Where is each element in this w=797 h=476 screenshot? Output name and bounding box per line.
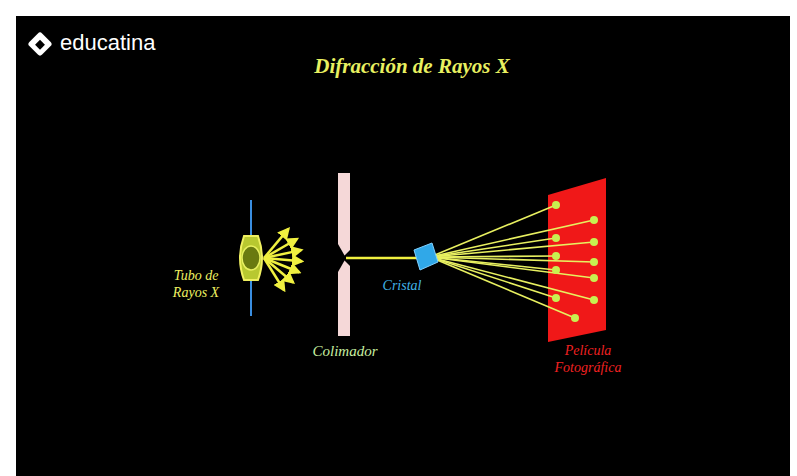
photo-film: [548, 178, 606, 342]
diffraction-spot: [590, 238, 598, 246]
diffraction-spot: [590, 296, 598, 304]
diagram-title: Difracción de Rayos X: [232, 54, 592, 79]
collimated-beam: [346, 257, 418, 260]
diffracted-ray: [430, 257, 556, 298]
logo-icon: [27, 31, 52, 56]
collimator-label: Colimador: [290, 342, 400, 360]
ray-arrow: [264, 258, 284, 290]
diffracted-ray: [430, 242, 594, 257]
diffraction-spots: [552, 201, 598, 322]
ray-arrow: [264, 258, 293, 282]
diffraction-spot: [571, 314, 579, 322]
ray-arrow: [264, 250, 301, 258]
diffraction-spot: [590, 216, 598, 224]
diffraction-spot: [590, 274, 598, 282]
diffraction-spot: [552, 252, 560, 260]
diffraction-spot: [552, 234, 560, 242]
collimator-slit: [338, 244, 346, 272]
diffraction-spot: [590, 258, 598, 266]
tube-label: Tubo de Rayos X: [163, 268, 229, 302]
logo-text: educatina: [60, 30, 200, 56]
black-ground: [16, 16, 790, 476]
diffracted-ray: [430, 257, 575, 318]
crystal-label: Cristal: [367, 278, 437, 295]
diffraction-spot: [552, 201, 560, 209]
collimator-plate: [338, 173, 350, 336]
diffraction-spot: [552, 266, 560, 274]
diffracted-ray: [430, 257, 594, 300]
tube-bulb: [240, 236, 262, 280]
diffracted-ray: [430, 220, 594, 257]
diffracted-ray: [430, 205, 556, 257]
crystal-shape: [414, 243, 438, 270]
diffraction-spot: [552, 294, 560, 302]
film-label: Película Fotográfica: [538, 343, 638, 377]
tube-anode: [242, 246, 260, 270]
emitted-rays: [264, 229, 302, 290]
diffracted-rays: [430, 205, 594, 318]
